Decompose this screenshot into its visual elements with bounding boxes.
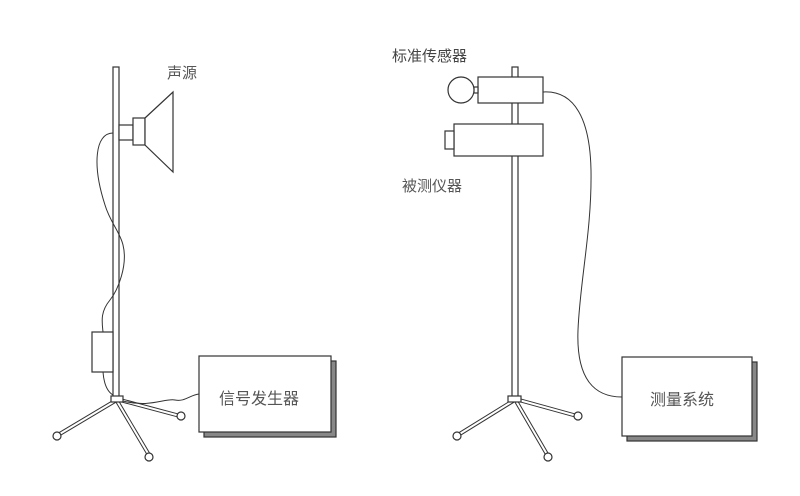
signal-generator-box (198, 355, 332, 433)
left-tripod (52, 395, 186, 462)
standard-sensor-label: 标准传感器 (392, 47, 468, 65)
device-under-test-label: 被测仪器 (402, 177, 463, 195)
speaker-body (132, 117, 146, 146)
sensor-connector (473, 86, 479, 94)
signal-generator-label: 信号发生器 (219, 389, 300, 408)
measurement-system-box (621, 356, 753, 437)
device-under-test-box (453, 123, 544, 157)
pole-box (91, 331, 114, 373)
generator-cable (122, 393, 200, 405)
sound-source-label: 声源 (167, 64, 198, 82)
right-pole (511, 66, 519, 398)
device-microphone (444, 130, 455, 150)
sensor-cable (542, 91, 623, 398)
speaker-mount (118, 124, 134, 141)
sensor-microphone (447, 76, 475, 104)
box-cable (102, 371, 114, 396)
measurement-system-label: 测量系统 (650, 390, 715, 409)
sound-source-stand (52, 66, 200, 462)
sensor-stand (444, 66, 623, 462)
speaker-cable (96, 132, 125, 333)
right-tripod (452, 395, 583, 462)
standard-sensor-box (477, 76, 544, 104)
speaker-cone (144, 90, 174, 174)
